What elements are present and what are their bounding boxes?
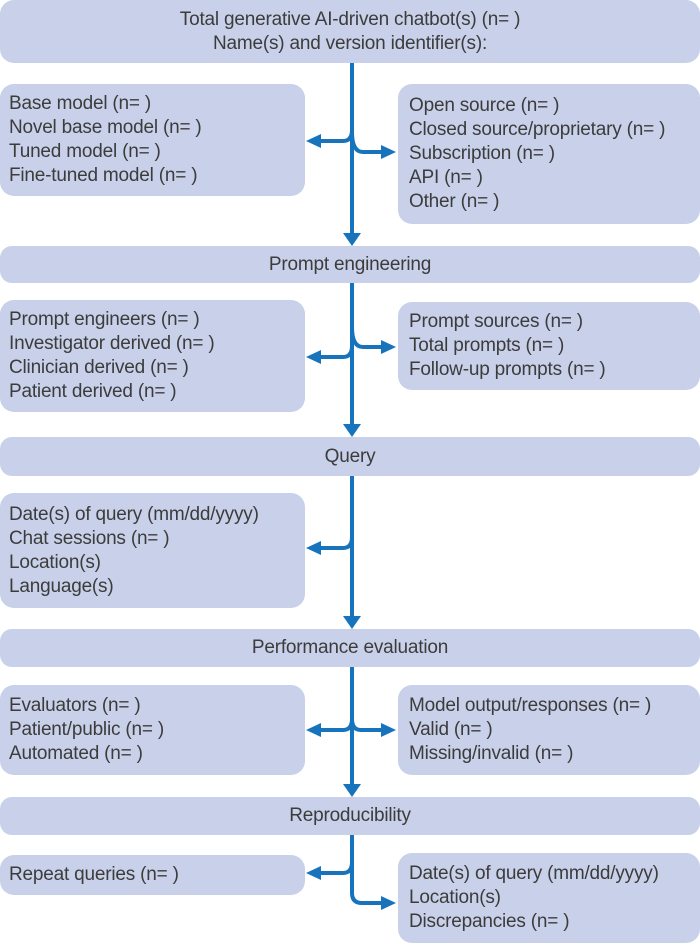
down-arrowhead-icon <box>343 616 361 629</box>
total-chatbots-line: Total generative AI-driven chatbot(s) (n… <box>179 8 521 30</box>
reproducibility-label: Reproducibility <box>289 805 411 826</box>
branch-arrow-to-repeat-queries <box>306 861 354 880</box>
prompt-engineers-line: Clinician derived (n= ) <box>9 357 189 378</box>
performance-evaluation-label: Performance evaluation <box>251 637 449 658</box>
access-types-box: Open source (n= ) Closed source/propriet… <box>398 84 700 224</box>
repeat-details-line: Location(s) <box>409 887 501 908</box>
branch-arrow-to-model-output <box>350 718 396 737</box>
evaluators-line: Automated (n= ) <box>9 743 143 764</box>
access-types-line: API (n= ) <box>409 167 483 188</box>
repeat-details-line: Discrepancies (n= ) <box>409 911 570 932</box>
down-arrowhead-icon <box>343 784 361 797</box>
model-types-line: Fine-tuned model (n= ) <box>9 165 198 186</box>
model-types-box: Base model (n= ) Novel base model (n= ) … <box>0 84 305 196</box>
left-arrowhead-icon <box>306 866 321 880</box>
prompt-engineering-label: Prompt engineering <box>268 253 432 275</box>
down-arrow-to-reproducibility <box>343 667 361 797</box>
prompt-engineers-line: Investigator derived (n= ) <box>9 333 215 354</box>
model-output-line: Valid (n= ) <box>409 719 493 740</box>
left-arrowhead-icon <box>306 541 321 555</box>
branch-arrow-to-model-types <box>306 129 354 148</box>
down-arrow-to-prompt-engineering <box>343 63 361 246</box>
evaluators-box: Evaluators (n= ) Patient/public (n= ) Au… <box>0 685 305 775</box>
down-arrow-to-query <box>343 283 361 437</box>
model-types-line: Novel base model (n= ) <box>9 117 202 138</box>
repeat-details-line: Date(s) of query (mm/dd/yyyy) <box>409 863 659 884</box>
prompt-sources-line: Follow-up prompts (n= ) <box>409 359 606 380</box>
prompt-sources-box: Prompt sources (n= ) Total prompts (n= )… <box>398 302 700 390</box>
prompt-engineering-band: Prompt engineering <box>0 246 700 283</box>
access-types-line: Other (n= ) <box>409 191 500 212</box>
model-types-line: Tuned model (n= ) <box>9 141 161 162</box>
model-output-line: Model output/responses (n= ) <box>409 695 652 716</box>
branch-arrow-to-repeat-details <box>350 835 396 910</box>
prompt-engineers-box: Prompt engineers (n= ) Investigator deri… <box>0 300 305 412</box>
query-details-line: Language(s) <box>9 575 114 597</box>
left-arrowhead-icon <box>306 723 321 737</box>
access-types-line: Open source (n= ) <box>409 95 560 116</box>
evaluators-line: Evaluators (n= ) <box>9 695 141 716</box>
prompt-engineers-line: Prompt engineers (n= ) <box>9 309 200 330</box>
prompt-sources-line: Total prompts (n= ) <box>409 335 565 356</box>
right-arrowhead-icon <box>381 340 396 354</box>
repeat-details-box: Date(s) of query (mm/dd/yyyy) Location(s… <box>398 853 700 943</box>
left-arrowhead-icon <box>306 350 321 364</box>
right-arrowhead-icon <box>381 896 396 910</box>
branch-arrow-to-evaluators <box>306 718 354 737</box>
branch-arrow-to-query-details <box>306 536 354 555</box>
prompt-engineers-line: Patient derived (n= ) <box>9 381 177 402</box>
prompt-sources-line: Prompt sources (n= ) <box>409 311 583 332</box>
query-label: Query <box>324 445 376 467</box>
branch-arrow-to-prompt-sources <box>350 326 396 354</box>
query-details-box: Date(s) of query (mm/dd/yyyy) Chat sessi… <box>0 493 305 608</box>
repeat-queries-box: Repeat queries (n= ) <box>0 855 305 895</box>
query-details-line: Location(s) <box>9 551 101 573</box>
reproducibility-band: Reproducibility <box>0 797 700 835</box>
down-arrowhead-icon <box>343 233 361 246</box>
evaluators-line: Patient/public (n= ) <box>9 719 164 740</box>
left-arrowhead-icon <box>306 134 321 148</box>
model-output-line: Missing/invalid (n= ) <box>409 743 574 764</box>
repeat-queries-line: Repeat queries (n= ) <box>9 864 179 885</box>
down-arrowhead-icon <box>343 424 361 437</box>
right-arrowhead-icon <box>381 145 396 159</box>
down-arrow-to-performance-evaluation <box>343 476 361 629</box>
query-details-line: Date(s) of query (mm/dd/yyyy) <box>9 503 259 525</box>
performance-evaluation-band: Performance evaluation <box>0 629 700 667</box>
access-types-line: Closed source/proprietary (n= ) <box>409 119 666 140</box>
query-band: Query <box>0 437 700 476</box>
model-types-line: Base model (n= ) <box>9 93 152 114</box>
access-types-line: Subscription (n= ) <box>409 143 555 164</box>
query-details-line: Chat sessions (n= ) <box>9 527 170 549</box>
total-chatbots-box: Total generative AI-driven chatbot(s) (n… <box>0 0 700 63</box>
branch-arrow-to-prompt-engineers <box>306 345 354 364</box>
model-output-box: Model output/responses (n= ) Valid (n= )… <box>398 685 700 775</box>
branch-arrow-to-access-types <box>350 131 396 159</box>
right-arrowhead-icon <box>381 723 396 737</box>
name-version-line: Name(s) and version identifier(s): <box>212 32 488 54</box>
